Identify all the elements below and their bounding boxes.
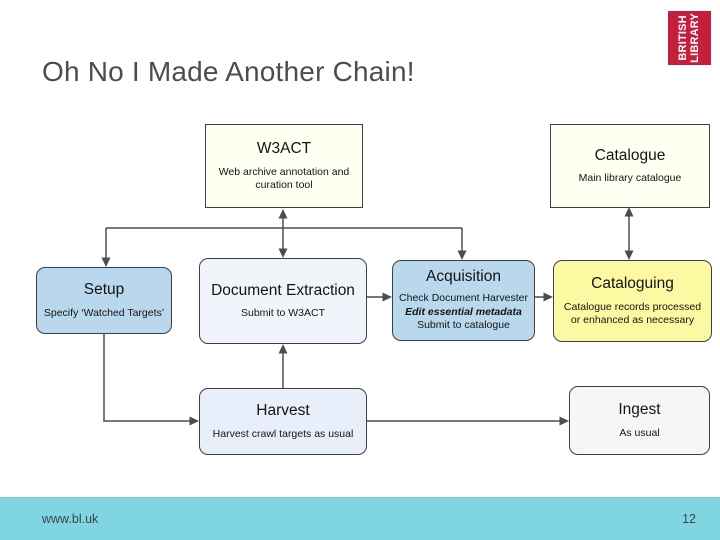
arrow-catalogue-cataloguing xyxy=(624,207,634,260)
node-document-extraction: Document Extraction Submit to W3ACT xyxy=(199,258,367,344)
node-acquisition-title: Acquisition xyxy=(426,268,501,286)
footer-url: www.bl.uk xyxy=(42,511,99,526)
node-setup-title: Setup xyxy=(83,281,125,299)
node-cataloguing-title: Cataloguing xyxy=(591,274,674,292)
node-cataloguing: Cataloguing Catalogue records processed … xyxy=(553,260,712,342)
node-harvest-subtitle: Harvest crawl targets as usual xyxy=(212,427,354,440)
node-catalogue: Catalogue Main library catalogue xyxy=(550,124,710,208)
node-setup-subtitle: Specify ‘Watched Targets’ xyxy=(43,306,165,319)
node-setup: Setup Specify ‘Watched Targets’ xyxy=(36,267,172,334)
page-number: 12 xyxy=(682,511,696,526)
arrow-w3act-document-extraction xyxy=(278,209,288,258)
node-acquisition: Acquisition Check Document Harvester Edi… xyxy=(392,260,535,341)
node-document-extraction-subtitle: Submit to W3ACT xyxy=(240,307,326,320)
arrow-harvest-docext xyxy=(278,344,288,388)
logo-line-british: BRITISH xyxy=(676,15,689,61)
node-cataloguing-subtitle: Catalogue records processed or enhanced … xyxy=(563,300,702,326)
footer-bar: www.bl.uk 12 xyxy=(0,497,720,540)
arrow-acquisition-cataloguing xyxy=(535,292,553,302)
node-w3act: W3ACT Web archive annotation and curatio… xyxy=(205,124,363,208)
node-ingest-title: Ingest xyxy=(618,401,661,419)
arrow-harvest-ingest xyxy=(367,416,569,426)
british-library-logo: BRITISH LIBRARY xyxy=(668,11,711,65)
node-w3act-title: W3ACT xyxy=(256,139,312,157)
british-library-logo-text: BRITISH LIBRARY xyxy=(676,13,702,63)
node-harvest: Harvest Harvest crawl targets as usual xyxy=(199,388,367,455)
node-catalogue-subtitle: Main library catalogue xyxy=(578,172,682,185)
arrow-docext-acquisition xyxy=(367,292,392,302)
node-acquisition-line3: Submit to catalogue xyxy=(417,319,510,332)
node-w3act-subtitle: Web archive annotation and curation tool xyxy=(218,165,350,191)
logo-line-library: LIBRARY xyxy=(688,13,701,63)
node-document-extraction-title: Document Extraction xyxy=(211,281,355,299)
node-acquisition-line2: Edit essential metadata xyxy=(405,305,522,318)
node-acquisition-body: Check Document Harvester Edit essential … xyxy=(399,292,528,333)
node-acquisition-line1: Check Document Harvester xyxy=(399,291,528,304)
arrow-setup-harvest xyxy=(103,334,199,426)
slide-title: Oh No I Made Another Chain! xyxy=(42,56,415,87)
node-ingest-subtitle: As usual xyxy=(619,426,660,439)
node-harvest-title: Harvest xyxy=(256,402,310,420)
node-ingest: Ingest As usual xyxy=(569,386,710,455)
node-catalogue-title: Catalogue xyxy=(594,146,666,164)
